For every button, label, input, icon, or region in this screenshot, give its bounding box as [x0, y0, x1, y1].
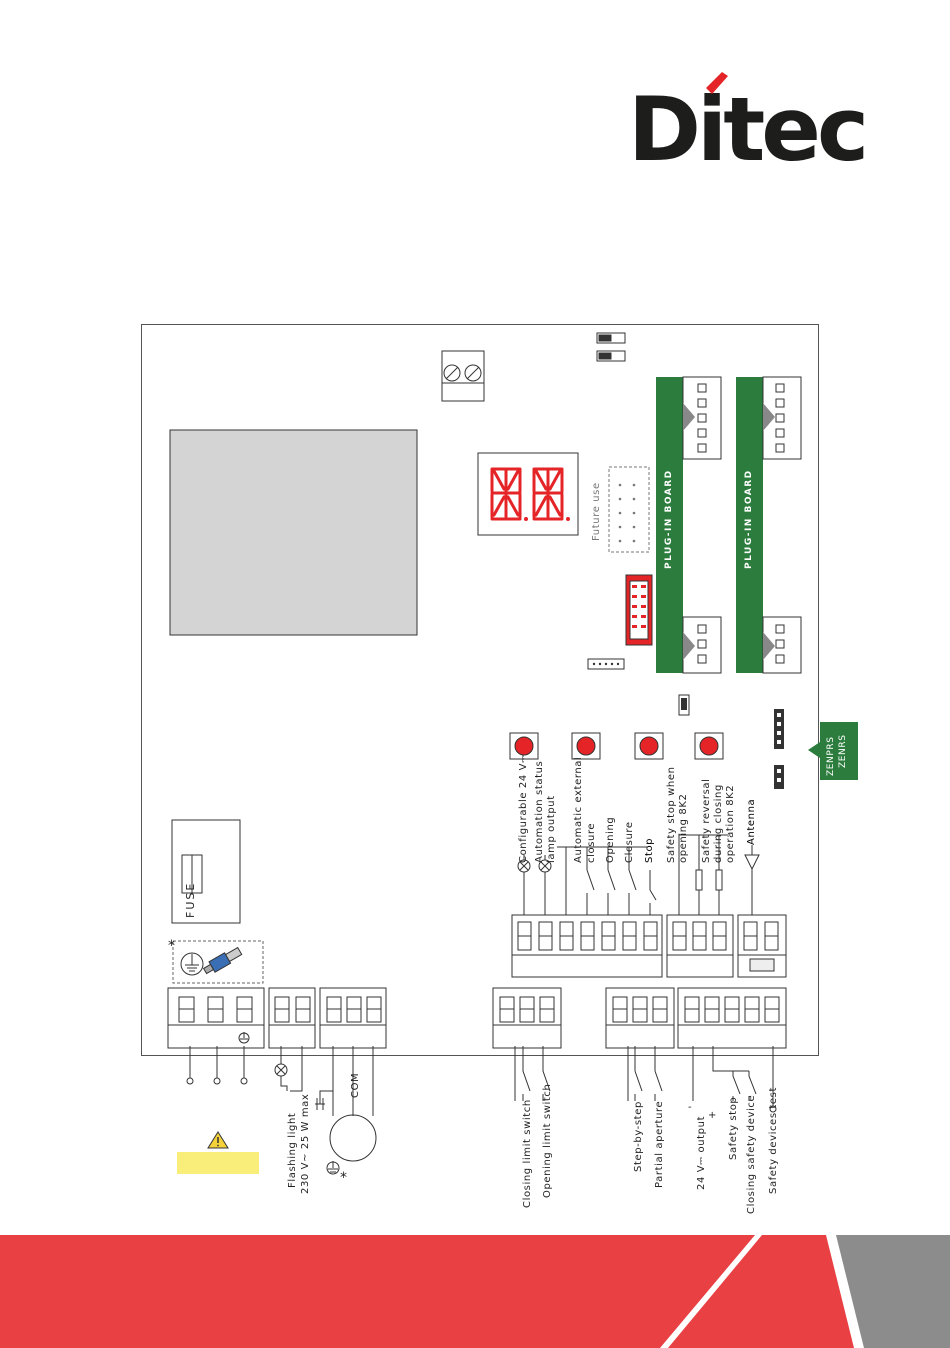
small-connector: [587, 658, 625, 670]
screw-terminal: [441, 350, 485, 402]
antenna-label: Antenna: [746, 798, 757, 845]
jumpers-top: [596, 332, 626, 362]
zenprs-tab: [808, 722, 858, 780]
terminal-block-motor: [319, 987, 387, 1049]
opening-8k2-label: opening 8K2: [678, 793, 689, 863]
plus-label: +: [708, 1110, 717, 1121]
asterisk-mark: *: [168, 938, 175, 954]
operation-8k2-label: operation 8K2: [725, 784, 736, 863]
plug-in-board-1: [656, 376, 722, 674]
terminal-block-commands: [605, 987, 675, 1049]
com-label: COM: [350, 1072, 361, 1098]
minus-label: -: [688, 1102, 692, 1113]
ribbon-connector: [625, 574, 653, 646]
opening-limit-label: Opening limit switch: [542, 1083, 553, 1198]
configurable-label: Configurable 24 V⎓: [518, 754, 529, 863]
warning-sign: [177, 1131, 259, 1174]
external-wiring: [186, 1046, 777, 1175]
control-board: Future use PLUG-IN BOARD PLUG-IN BOARD F…: [141, 324, 819, 1056]
lamp-output-label: lamp output: [546, 795, 557, 863]
fuse-holder: [171, 819, 241, 924]
flashing-light-label: Flashing light: [287, 1112, 298, 1188]
safety-stop-when-label: Safety stop when: [666, 766, 677, 863]
footer-band: [0, 1235, 950, 1348]
terminal-block-antenna: [737, 914, 787, 978]
safety-test-label: Safety devices test: [768, 1086, 779, 1194]
side-connectors: [774, 709, 784, 789]
terminal-block-safety-8k2: [666, 914, 734, 978]
auto-closure-label: closure: [586, 822, 597, 863]
plug-in-board-2: [736, 376, 802, 674]
board-wiring: [167, 332, 802, 1049]
output-24v-label: 24 V⎓ output: [696, 1115, 707, 1190]
led-digits: [490, 467, 570, 521]
earth-connector-box: [172, 940, 264, 984]
warning-box: [177, 1152, 259, 1174]
top-wiring: [517, 834, 760, 915]
logo-accent-icon: [706, 72, 728, 94]
terminal-block-safety: [677, 987, 787, 1049]
auto-external-label: Automatic external: [573, 756, 584, 863]
closing-safety-label: Closing safety device: [746, 1094, 757, 1214]
future-use-connector: [608, 466, 650, 553]
step-by-step-label: Step-by-step: [633, 1101, 644, 1172]
flashing-spec-label: 230 V~ 25 W max: [300, 1093, 311, 1194]
future-use-label: Future use: [591, 482, 602, 541]
plug-in-board-1-label: PLUG-IN BOARD: [664, 469, 674, 569]
brand-name: Ditec: [628, 78, 869, 181]
safety-reversal-label: Safety reversal: [701, 778, 712, 863]
stop-label: Stop: [644, 837, 655, 863]
fuse-label: FUSE: [184, 881, 197, 918]
closure-label: Closure: [624, 821, 635, 863]
terminal-block-mains: [167, 987, 265, 1049]
automation-status-label: Automation status: [534, 760, 545, 863]
push-buttons: [509, 732, 724, 760]
terminal-block-signals: [511, 914, 663, 978]
transformer-box: [169, 429, 418, 636]
opening-label: Opening: [605, 816, 616, 863]
during-closing-label: during closing: [713, 784, 724, 863]
closing-limit-label: Closing limit switch: [522, 1099, 533, 1208]
motor-asterisk: *: [340, 1170, 347, 1186]
terminal-block-flashing: [268, 987, 316, 1049]
plug-in-board-2-label: PLUG-IN BOARD: [744, 469, 754, 569]
safety-stop-label: Safety stop: [728, 1096, 739, 1160]
zenprs-label: ZENPRS: [826, 736, 836, 776]
partial-aperture-label: Partial aperture: [654, 1100, 665, 1188]
zenrs-label: ZENRS: [838, 734, 848, 768]
terminal-block-limits: [492, 987, 562, 1049]
ditec-logo: Ditec: [628, 70, 888, 190]
